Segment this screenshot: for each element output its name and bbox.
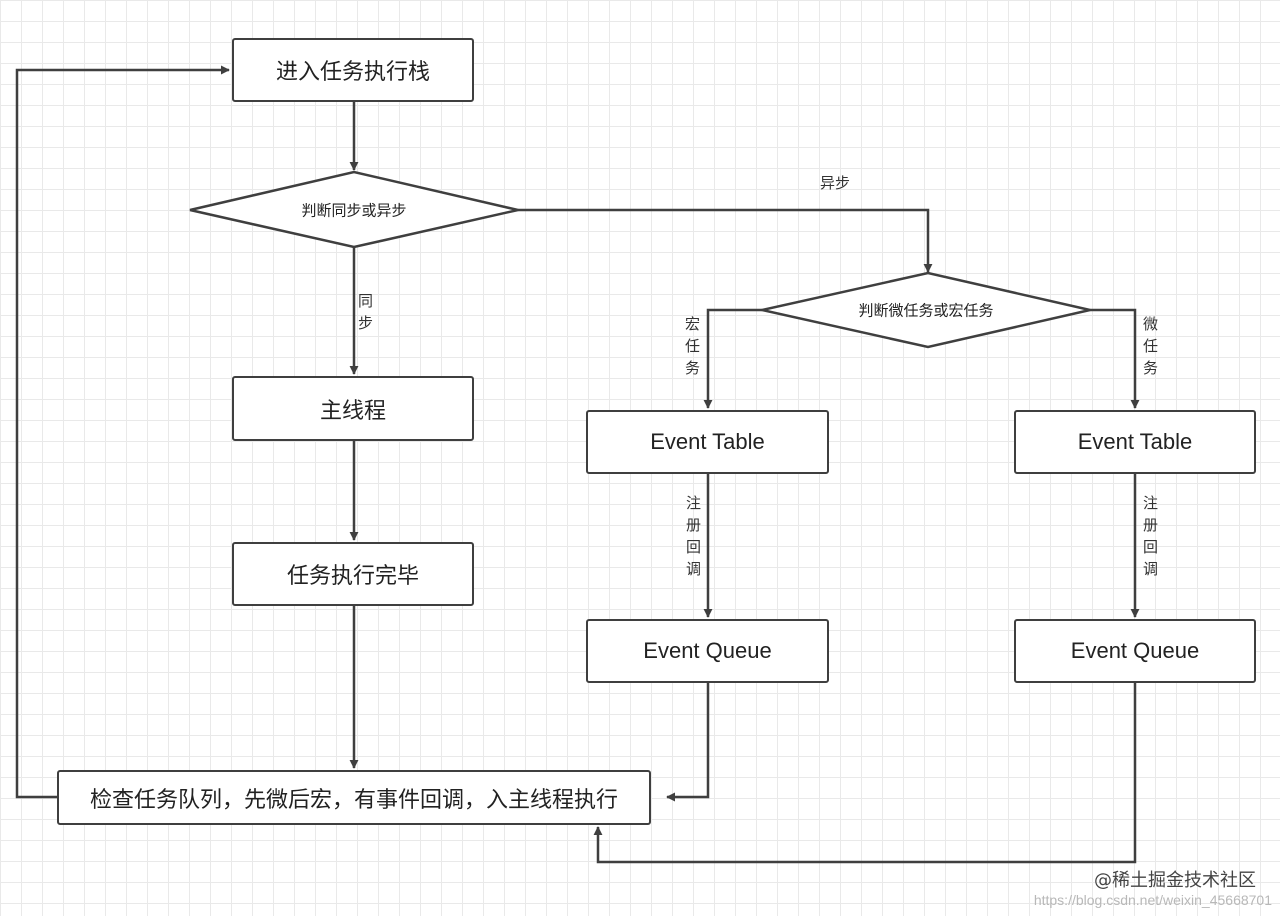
node-enter-task-stack: 进入任务执行栈	[232, 38, 474, 102]
edge-to-macro-event-table	[703, 308, 762, 409]
edge-judge-to-micro-macro	[518, 208, 933, 273]
edge-to-micro-event-table	[1090, 308, 1140, 409]
node-micro-event-table: Event Table	[1014, 410, 1256, 474]
edge-loop-back-to-stack	[15, 65, 230, 799]
node-check-task-queue: 检查任务队列，先微后宏，有事件回调，入主线程执行	[57, 770, 651, 825]
node-macro-event-queue: Event Queue	[586, 619, 829, 683]
decision-sync-async	[189, 170, 519, 249]
watermark-brand: @稀土掘金技术社区	[1094, 870, 1256, 891]
decision-sync-async-label: 判断同步或异步	[301, 201, 407, 220]
decision-micro-macro	[761, 271, 1091, 349]
edge-micro-queue-to-check	[593, 683, 1137, 864]
node-micro-event-queue: Event Queue	[1014, 619, 1256, 683]
edge-label-micro-task: 微 任 务	[1143, 315, 1159, 377]
edge-label-macro-task: 宏 任 务	[685, 315, 701, 377]
node-main-thread: 主线程	[232, 376, 474, 441]
edge-label-async: 异步	[820, 174, 851, 192]
edge-macro-queue-to-check	[666, 683, 710, 802]
edge-label-sync: 同 步	[358, 292, 374, 332]
edge-label-register-callback-right: 注 册 回 调	[1143, 494, 1159, 578]
watermark-url: https://blog.csdn.net/weixin_45668701	[1033, 892, 1272, 908]
decision-micro-macro-label: 判断微任务或宏任务	[858, 301, 994, 320]
node-task-complete: 任务执行完毕	[232, 542, 474, 606]
edge-label-register-callback-left: 注 册 回 调	[686, 494, 702, 578]
node-macro-event-table: Event Table	[586, 410, 829, 474]
